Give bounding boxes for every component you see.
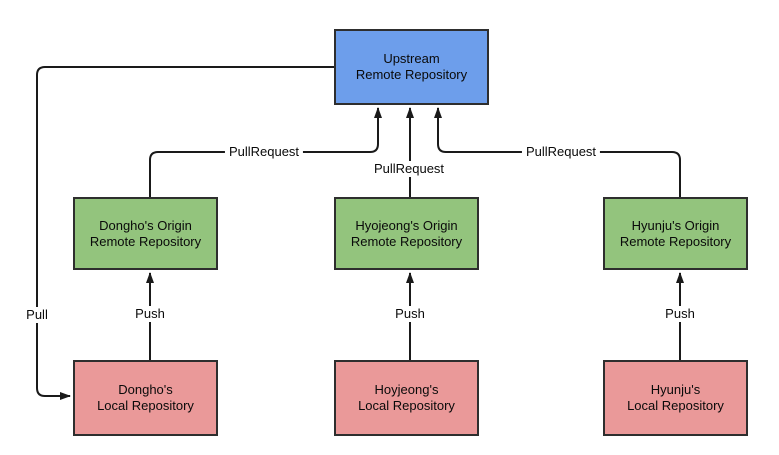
edge-label-push-hoyjeong: Push: [391, 306, 429, 322]
node-hyunju-origin-remote-repository: Hyunju's Origin Remote Repository: [603, 197, 748, 270]
node-label-line1: Dongho's Origin: [99, 217, 192, 233]
edge-label-push-dongho: Push: [131, 306, 169, 322]
node-label-line2: Remote Repository: [619, 233, 732, 249]
node-label-line1: Hyunju's Origin: [631, 217, 720, 233]
node-hoyjeong-local-repository: Hoyjeong's Local Repository: [334, 360, 479, 436]
node-label-line1: Upstream: [383, 51, 440, 66]
edge-label-pull: Pull: [22, 307, 52, 323]
node-label-line2: Local Repository: [358, 398, 455, 413]
node-label-line2: Local Repository: [627, 398, 724, 413]
node-upstream-remote-repository: Upstream Remote Repository: [334, 29, 489, 105]
node-label-line1: Hyojeong's Origin: [355, 217, 458, 233]
node-label-line2: Local Repository: [97, 398, 194, 413]
node-dongho-local-repository: Dongho's Local Repository: [73, 360, 218, 436]
node-label-line1: Hoyjeong's: [374, 382, 439, 397]
node-label-line1: Dongho's: [118, 382, 173, 397]
node-label-line1: Hyunju's: [650, 382, 701, 397]
node-label-line2: Remote Repository: [355, 67, 468, 82]
node-label-line2: Remote Repository: [350, 233, 463, 249]
edge-label-pullrequest-hyunju: PullRequest: [521, 144, 601, 160]
edge-label-pullrequest-dongho: PullRequest: [224, 144, 304, 160]
node-hyojeong-origin-remote-repository: Hyojeong's Origin Remote Repository: [334, 197, 479, 270]
node-dongho-origin-remote-repository: Dongho's Origin Remote Repository: [73, 197, 218, 270]
edge-label-pullrequest-hyojeong: PullRequest: [369, 161, 449, 177]
node-hyunju-local-repository: Hyunju's Local Repository: [603, 360, 748, 436]
edge-label-push-hyunju: Push: [661, 306, 699, 322]
node-label-line2: Remote Repository: [89, 233, 202, 249]
edge-pull-upstream-to-dongho-local: [36, 66, 334, 400]
